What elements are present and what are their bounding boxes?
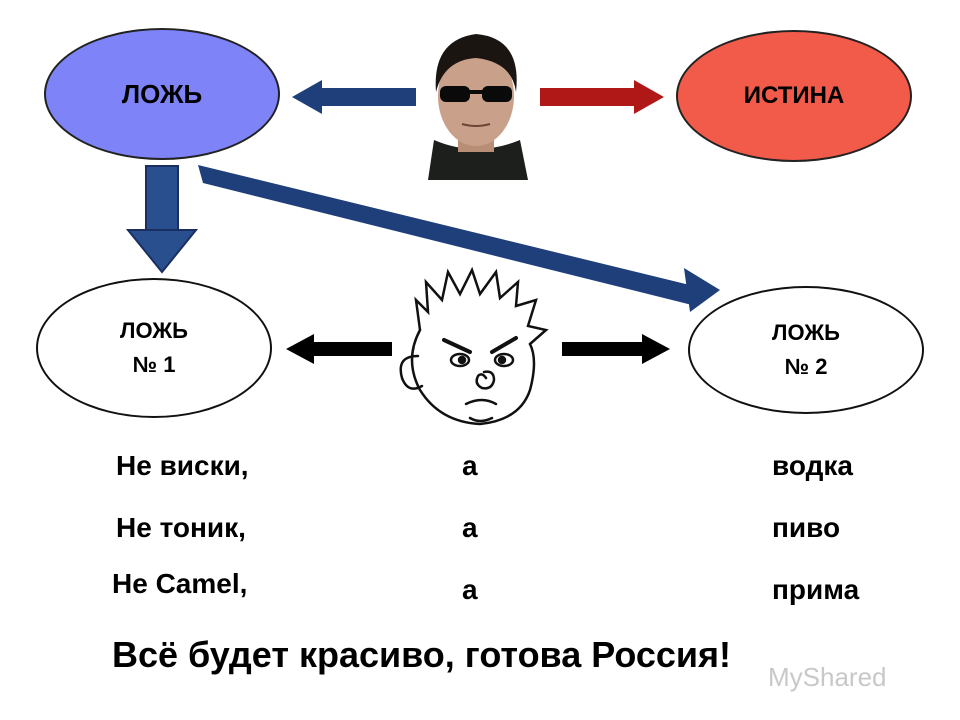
- node-lie-top-label: ЛОЖЬ: [121, 78, 203, 109]
- row-1-left: Не виски,: [116, 450, 249, 481]
- arrow-to-lie2: [562, 334, 670, 364]
- slogan-text: Всё будет красиво, готова Россия!: [112, 634, 732, 675]
- row-2-left: Не тоник,: [116, 512, 246, 543]
- cartoon-face-image: [399, 266, 549, 426]
- row-1-right: водка: [772, 450, 853, 481]
- watermark-text: MyShared: [768, 662, 887, 692]
- node-lie-1-line2: № 1: [132, 352, 176, 377]
- man-in-sunglasses-image: [420, 22, 532, 180]
- node-lie-2-line2: № 2: [784, 354, 828, 379]
- node-lie-2-line1: ЛОЖЬ: [772, 320, 840, 345]
- arrow-down-to-lie1: [125, 165, 199, 274]
- node-truth: ИСТИНА: [676, 30, 912, 162]
- row-1-middle: а: [462, 450, 478, 481]
- node-lie-2: ЛОЖЬ № 2: [688, 286, 924, 414]
- node-lie-1: ЛОЖЬ № 1: [36, 278, 272, 418]
- row-2-middle: а: [462, 512, 478, 543]
- row-3-middle: а: [462, 574, 478, 605]
- node-lie-top: ЛОЖЬ: [44, 28, 280, 160]
- row-2-right: пиво: [772, 512, 841, 543]
- node-truth-label: ИСТИНА: [743, 82, 845, 109]
- node-lie-1-line1: ЛОЖЬ: [120, 318, 188, 343]
- row-3-left: Не Camel,: [112, 568, 248, 599]
- row-3-right: прима: [772, 574, 860, 605]
- arrow-diagonal-to-lie2: [198, 165, 720, 312]
- arrow-to-lie-top: [292, 80, 416, 114]
- arrow-to-lie1: [286, 334, 392, 364]
- arrow-to-truth: [540, 80, 664, 114]
